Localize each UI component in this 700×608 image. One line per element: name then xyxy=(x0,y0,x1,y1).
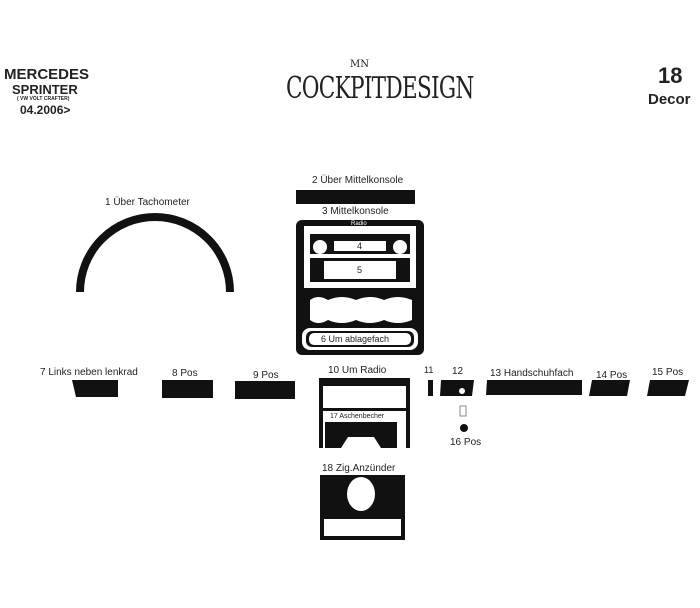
part-18 xyxy=(320,475,405,540)
vehicle-model: SPRINTER xyxy=(12,82,78,97)
part-15 xyxy=(647,380,689,396)
part-13 xyxy=(486,380,582,395)
piece-count: 18 xyxy=(658,63,683,88)
part-1-label: 1 Über Tachometer xyxy=(105,197,190,208)
part-12 xyxy=(440,380,474,396)
part-8-label: 8 Pos xyxy=(172,368,198,379)
part-15-label: 15 Pos xyxy=(652,367,684,378)
part-11 xyxy=(428,380,433,396)
part-14-label: 14 Pos xyxy=(596,370,628,381)
part-10-label: 10 Um Radio xyxy=(328,365,387,376)
vehicle-variant: ( VW VOLT CRAFTER) xyxy=(17,96,70,102)
part-3-label: 3 Mittelkonsole xyxy=(322,206,389,217)
part-9-label: 9 Pos xyxy=(253,370,279,381)
part-12-label: 12 xyxy=(452,366,464,377)
part-5-label: 5 xyxy=(357,265,363,275)
part-11-label: 11 xyxy=(424,365,434,375)
part-16-label: 16 Pos xyxy=(450,437,482,448)
piece-count-label: Decor xyxy=(648,91,691,108)
vehicle-date: 04.2006> xyxy=(20,103,71,117)
part-2-label: 2 Über Mittelkonsole xyxy=(312,175,404,186)
part-6-label: 6 Um ablagefach xyxy=(321,334,390,344)
part-9 xyxy=(235,381,295,399)
part-4-label: 4 xyxy=(357,241,363,251)
vehicle-make: MERCEDES xyxy=(4,66,90,83)
part-8 xyxy=(162,380,213,398)
part-1-arc xyxy=(76,213,234,293)
part-16-dot xyxy=(460,424,468,432)
part-17 xyxy=(325,422,397,448)
part-18-label: 18 Zig.Anzünder xyxy=(322,463,396,474)
part-3-console xyxy=(296,220,424,355)
part-10-frame xyxy=(319,378,410,448)
part-16-outline xyxy=(459,405,467,417)
part-7 xyxy=(72,380,118,397)
cockpitdesign-logo: COCKPITDESIGN xyxy=(286,71,474,106)
radio-label: Radio xyxy=(351,221,367,227)
part-14 xyxy=(589,380,630,396)
part-13-label: 13 Handschuhfach xyxy=(490,368,574,379)
part-2-bar xyxy=(296,190,415,204)
logo-mark: MN xyxy=(350,59,369,70)
part-7-label: 7 Links neben lenkrad xyxy=(40,367,138,378)
part-17-label: 17 Aschenbecher xyxy=(330,413,385,420)
